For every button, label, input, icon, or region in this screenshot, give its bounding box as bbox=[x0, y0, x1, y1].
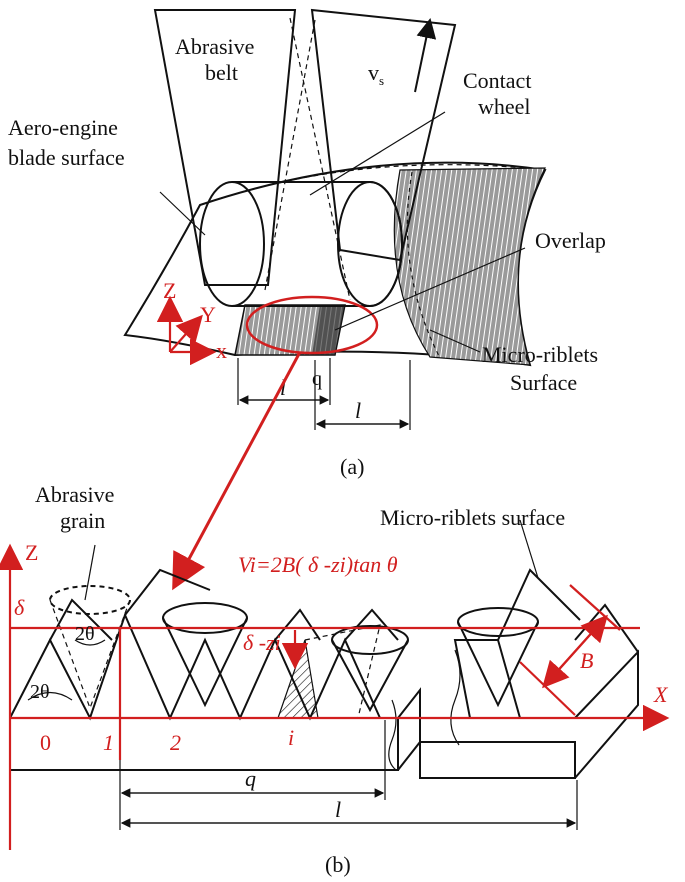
velocity-label: vs bbox=[368, 60, 384, 88]
figure-a: Abrasive belt vs Contact wheel Aero-engi… bbox=[8, 8, 606, 479]
dim-q-label-a: q bbox=[312, 368, 322, 390]
grain-label-1: Abrasive bbox=[35, 482, 114, 507]
delta-label: δ bbox=[14, 595, 25, 620]
dim-q-label-b: q bbox=[245, 766, 256, 791]
riblets-label-1: Micro-riblets bbox=[482, 342, 598, 367]
dim-l2-label: l bbox=[355, 398, 361, 423]
wheel-label-2: wheel bbox=[478, 94, 531, 119]
abrasive-grain-cones bbox=[49, 585, 539, 713]
overlap-label: Overlap bbox=[535, 228, 606, 253]
axis-x-label-a: x bbox=[216, 338, 227, 363]
blade-label-2: blade surface bbox=[8, 145, 125, 170]
abrasive-belt-left bbox=[153, 9, 297, 286]
volume-formula: Vi=2B( δ -zi)tan θ bbox=[238, 552, 398, 577]
connector-arrow bbox=[172, 351, 302, 591]
depth-label: δ -zi bbox=[243, 630, 281, 655]
dim-l1-label: l bbox=[280, 375, 286, 400]
overlap-highlight bbox=[245, 295, 379, 355]
contact-wheel bbox=[232, 181, 403, 307]
grain-label-2: grain bbox=[60, 508, 105, 533]
angle-inner-label: 2θ bbox=[75, 623, 95, 645]
axis-z-label-b: Z bbox=[25, 540, 38, 565]
figure-b: Abrasive grain Micro-riblets surface Z X… bbox=[0, 482, 670, 877]
surface-label: Micro-riblets surface bbox=[380, 505, 565, 530]
caption-a: (a) bbox=[340, 454, 364, 479]
width-b-label: B bbox=[580, 648, 593, 673]
belt-label-2: belt bbox=[205, 60, 238, 85]
hatched-region bbox=[277, 639, 319, 719]
riblet-teeth bbox=[9, 612, 381, 721]
riblets-band bbox=[393, 167, 546, 366]
belt-label-1: Abrasive bbox=[175, 34, 254, 59]
wheel-label-1: Contact bbox=[463, 68, 531, 93]
index-0: 0 bbox=[40, 730, 51, 755]
riblets-label-2: Surface bbox=[510, 370, 577, 395]
index-2: 2 bbox=[170, 730, 181, 755]
axis-z-label-a: Z bbox=[163, 278, 176, 303]
blade-label-1: Aero-engine bbox=[8, 115, 118, 140]
dim-l-label-b: l bbox=[335, 797, 341, 822]
axis-x-label-b: X bbox=[653, 682, 669, 707]
index-1: 1 bbox=[103, 730, 114, 755]
index-i: i bbox=[288, 725, 294, 750]
axis-y-label-a: Y bbox=[200, 302, 216, 327]
caption-b: (b) bbox=[325, 852, 351, 877]
angle-outer-label: 2θ bbox=[30, 681, 50, 703]
